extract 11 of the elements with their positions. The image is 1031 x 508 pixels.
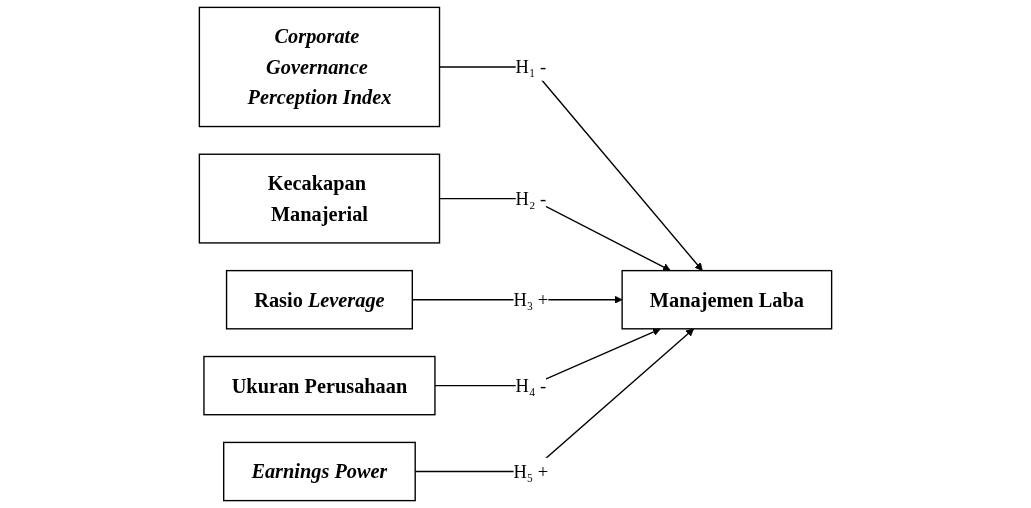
edge-label: H₃ + xyxy=(513,289,549,310)
edge-label: H₄ - xyxy=(515,375,547,396)
edge-label: H₁ - xyxy=(515,56,547,78)
edge-label: H₂ - xyxy=(515,188,547,209)
node-box: Rasio Leverage xyxy=(225,269,414,330)
node-box: Corporate Governance Perception Index xyxy=(198,6,441,128)
node-box: Ukuran Perusahaan xyxy=(203,355,436,416)
node-box: Manajemen Laba xyxy=(621,269,833,330)
edge-label: H₅ + xyxy=(513,461,549,482)
node-box: Kecakapan Manajerial xyxy=(198,153,441,244)
node-box: Earnings Power xyxy=(223,441,416,502)
